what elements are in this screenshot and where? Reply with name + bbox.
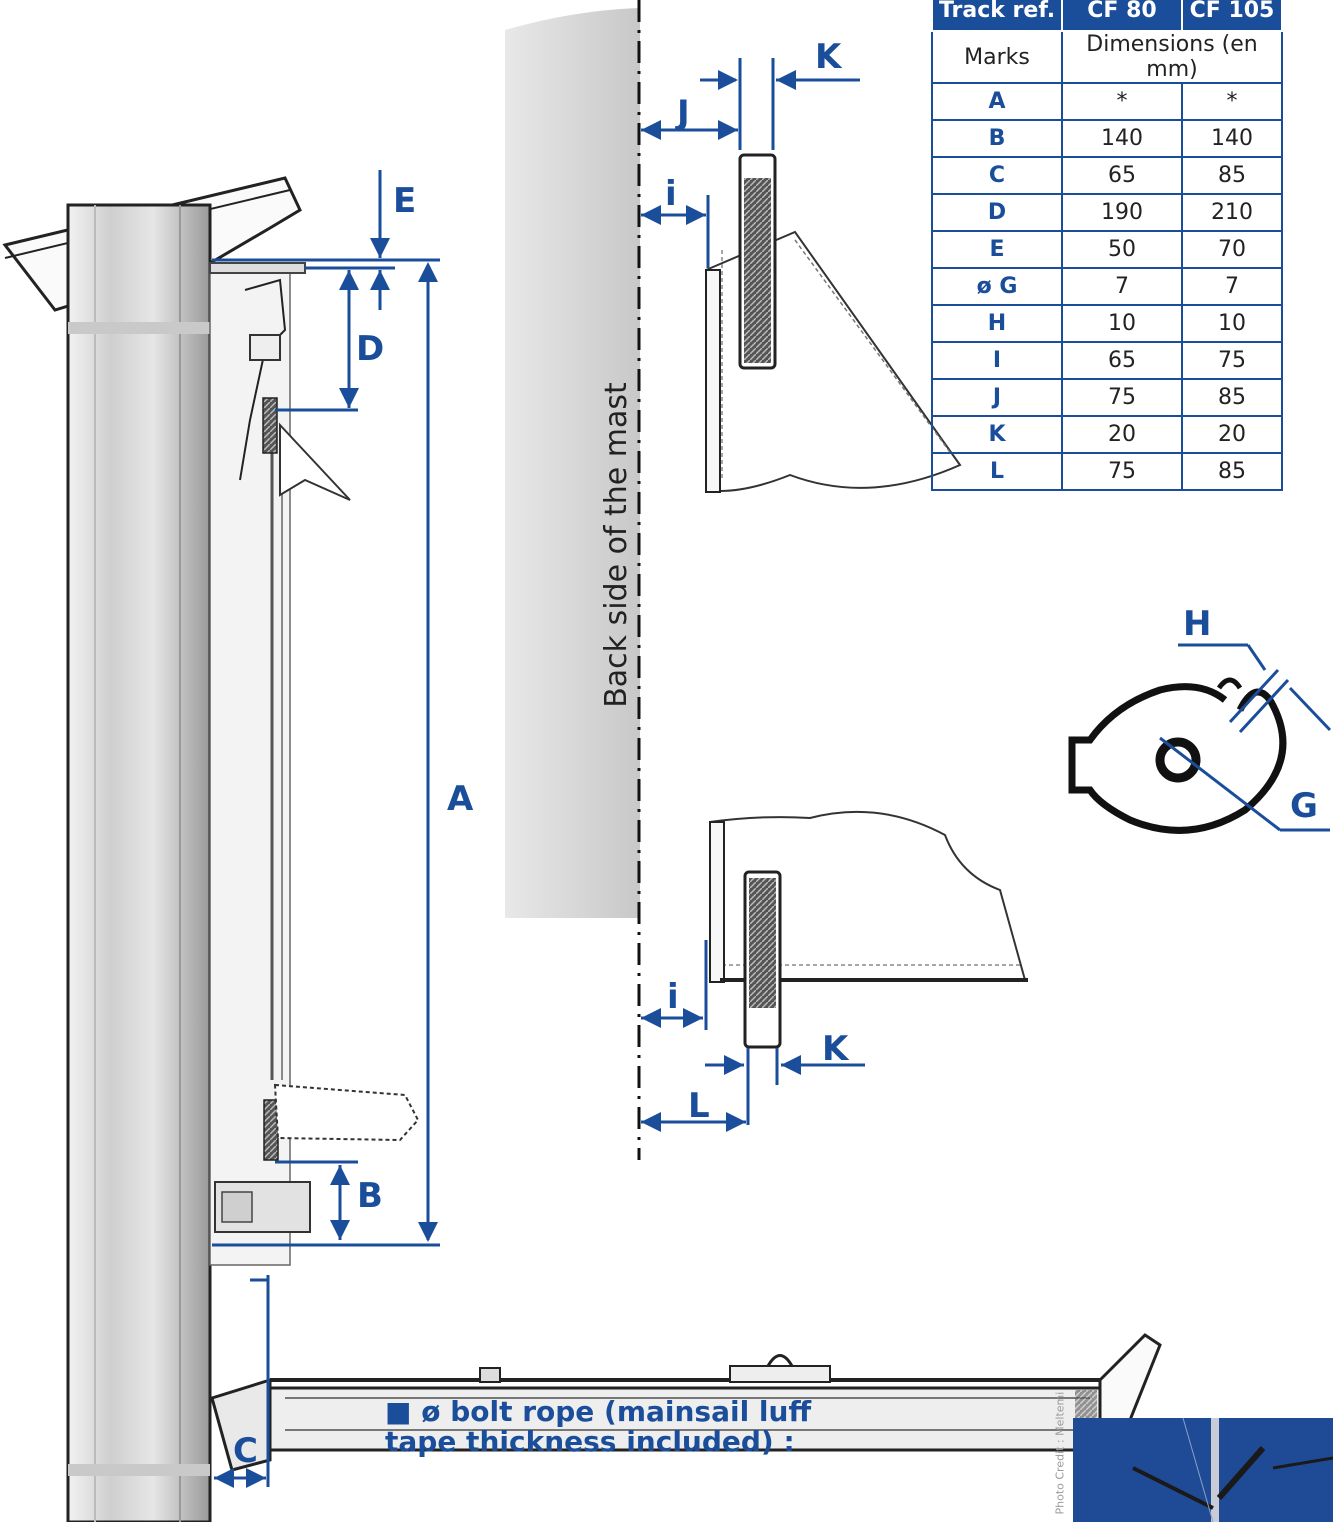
bolt-note-line1: ■ ø bolt rope (mainsail luff	[385, 1395, 812, 1428]
cell-mark: B	[931, 119, 1063, 158]
cell-mark: H	[931, 304, 1063, 343]
cell-mark: ø G	[931, 267, 1063, 306]
label-h: H	[1183, 604, 1211, 644]
bolt-note-line2: tape thickness included) :	[385, 1425, 795, 1458]
cell-mark: I	[931, 341, 1063, 380]
bolt-rope-note: ■ ø bolt rope (mainsail luff tape thickn…	[385, 1397, 811, 1457]
label-e: E	[393, 181, 416, 221]
photo-credit-text: Photo Credit : Meltemi	[1053, 1391, 1067, 1515]
cell-cf80: 65	[1061, 156, 1183, 195]
label-d: D	[356, 329, 384, 369]
cell-cf105: 85	[1181, 156, 1283, 195]
cell-cf105: 85	[1181, 378, 1283, 417]
cell-mark: A	[931, 82, 1063, 121]
cell-cf80: 10	[1061, 304, 1183, 343]
cell-cf80: 20	[1061, 415, 1183, 454]
header-cf105: CF 105	[1181, 0, 1283, 32]
cell-cf80: 7	[1061, 267, 1183, 306]
mast-back-panel	[505, 0, 641, 1160]
cell-cf105: 140	[1181, 119, 1283, 158]
cell-mark: D	[931, 193, 1063, 232]
dimensions-table: Track ref. CF 80 CF 105 Marks Dimensions…	[931, 0, 1283, 491]
cell-mark: K	[931, 415, 1063, 454]
cell-cf105: 210	[1181, 193, 1283, 232]
cell-mark: C	[931, 156, 1063, 195]
cell-cf80: 65	[1061, 341, 1183, 380]
cell-cf105: 7	[1181, 267, 1283, 306]
header-track-ref: Track ref.	[931, 0, 1063, 32]
subheader-dimensions: Dimensions (en mm)	[1061, 30, 1283, 84]
boom	[210, 1333, 1162, 1472]
label-g: G	[1290, 786, 1318, 826]
label-l: L	[688, 1086, 710, 1126]
cell-cf105: *	[1181, 82, 1283, 121]
cell-cf80: 75	[1061, 378, 1183, 417]
rigging-photo	[1073, 1418, 1333, 1522]
cell-cf105: 70	[1181, 230, 1283, 269]
cell-cf105: 85	[1181, 452, 1283, 491]
cell-cf105: 10	[1181, 304, 1283, 343]
luff-detail-top	[705, 153, 962, 493]
cell-mark: J	[931, 378, 1063, 417]
photo-credit: Photo Credit : Meltemi	[1050, 1392, 1072, 1520]
cell-cf80: 140	[1061, 119, 1183, 158]
cell-cf80: 50	[1061, 230, 1183, 269]
label-a: A	[447, 779, 474, 819]
dimension-lines	[212, 58, 1332, 1488]
bolt-rope-section	[1068, 677, 1287, 834]
cell-cf105: 75	[1181, 341, 1283, 380]
table-header-row: Track ref. CF 80 CF 105	[931, 0, 1283, 32]
label-b: B	[357, 1176, 383, 1216]
dimension-labels: A B C D E J K i i K L H G	[233, 37, 1318, 1471]
cell-cf80: 190	[1061, 193, 1183, 232]
luff-detail-bottom	[708, 810, 1028, 1049]
label-k-top: K	[815, 37, 843, 77]
label-c: C	[233, 1431, 258, 1471]
cell-mark: E	[931, 230, 1063, 269]
table-row: A**	[931, 82, 1283, 121]
cell-mark: L	[931, 452, 1063, 491]
subheader-marks: Marks	[931, 30, 1063, 84]
table-subheader-row: Marks Dimensions (en mm)	[931, 30, 1283, 84]
cell-cf80: 75	[1061, 452, 1183, 491]
label-j: J	[675, 93, 690, 133]
mast	[66, 203, 212, 1522]
label-i-bottom: i	[667, 977, 679, 1017]
label-k-bottom: K	[822, 1029, 850, 1069]
cell-cf105: 20	[1181, 415, 1283, 454]
header-cf80: CF 80	[1061, 0, 1183, 32]
cell-cf80: *	[1061, 82, 1183, 121]
furling-track	[209, 262, 420, 1266]
label-i-top: i	[665, 174, 677, 214]
mast-caption: Back side of the mast	[599, 382, 634, 708]
